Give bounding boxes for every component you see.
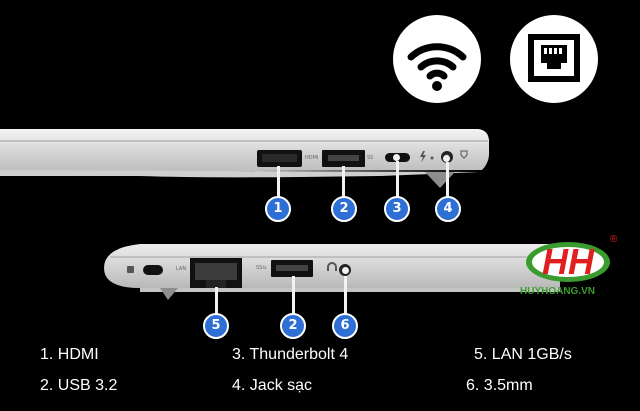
callout-badge-4: 4 bbox=[435, 196, 461, 222]
callout-badge-2-bottom: 2 bbox=[280, 313, 306, 339]
ss-port-tag: SS bbox=[367, 155, 374, 161]
callout-badge-3: 3 bbox=[384, 196, 410, 222]
leader-lan bbox=[215, 287, 218, 315]
callout-badge-1: 1 bbox=[265, 196, 291, 222]
legend-lan: 5. LAN 1GB/s bbox=[474, 346, 572, 363]
laptop-bottom-side bbox=[104, 244, 560, 300]
callout-badge-2: 2 bbox=[331, 196, 357, 222]
huyhoang-logo: HH ® HUYHOANG.VN bbox=[518, 234, 628, 304]
laptop-top-side bbox=[0, 129, 490, 188]
leader-usb-bottom bbox=[292, 276, 295, 315]
callout-badge-6: 6 bbox=[332, 313, 358, 339]
lan-port-tag: LAN bbox=[176, 266, 187, 272]
leader-audio bbox=[344, 276, 347, 315]
callout-badge-5: 5 bbox=[203, 313, 229, 339]
leader-power bbox=[446, 162, 449, 198]
wifi-icon bbox=[407, 43, 467, 91]
legend-audio: 6. 3.5mm bbox=[466, 377, 533, 394]
huyhoang-logo-mark: HH bbox=[526, 241, 610, 282]
ethernet-icon-circle bbox=[510, 15, 598, 103]
leader-usb-top bbox=[342, 166, 345, 198]
hdmi-port-tag: HDMI bbox=[305, 155, 319, 161]
legend-power-jack: 4. Jack sạc bbox=[232, 377, 313, 394]
legend-thunderbolt: 3. Thunderbolt 4 bbox=[232, 346, 349, 363]
logo-text: HUYHOANG.VN bbox=[520, 286, 596, 297]
wifi-icon-circle bbox=[393, 15, 481, 103]
ethernet-port-icon bbox=[528, 34, 580, 82]
security-lock-slot bbox=[143, 265, 163, 275]
legend-hdmi: 1. HDMI bbox=[40, 346, 99, 363]
svg-text:HH: HH bbox=[542, 241, 595, 282]
logo-registered-mark: ® bbox=[610, 234, 618, 245]
leader-hdmi bbox=[277, 166, 280, 198]
legend-usb: 2. USB 3.2 bbox=[40, 377, 118, 394]
leader-thunderbolt bbox=[396, 161, 399, 198]
usb-port-tag: SS⇆ bbox=[256, 265, 267, 271]
